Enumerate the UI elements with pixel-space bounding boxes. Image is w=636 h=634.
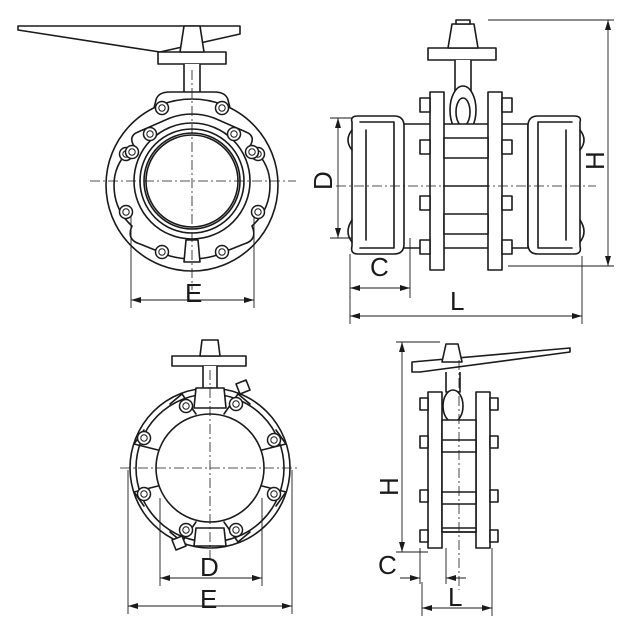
- dim-label-c-top: C: [370, 252, 389, 282]
- side-view-top: D C L H: [308, 19, 614, 324]
- front-view-top: E: [17, 25, 296, 308]
- dim-label-d-bottom: D: [200, 552, 219, 582]
- dim-label-h-bottom: H: [374, 477, 404, 496]
- side-view-bottom: H C L: [374, 341, 571, 616]
- front-view-bottom: D E: [120, 339, 300, 614]
- dim-label-d-top: D: [308, 171, 338, 190]
- dim-label-h-top: H: [580, 151, 610, 170]
- dim-label-c-bottom: C: [378, 550, 397, 580]
- dim-label-l-top: L: [450, 286, 464, 316]
- dim-label-e-bottom: E: [200, 584, 217, 614]
- dim-label-l-bottom: L: [448, 582, 462, 612]
- dim-label-e-top: E: [185, 278, 202, 308]
